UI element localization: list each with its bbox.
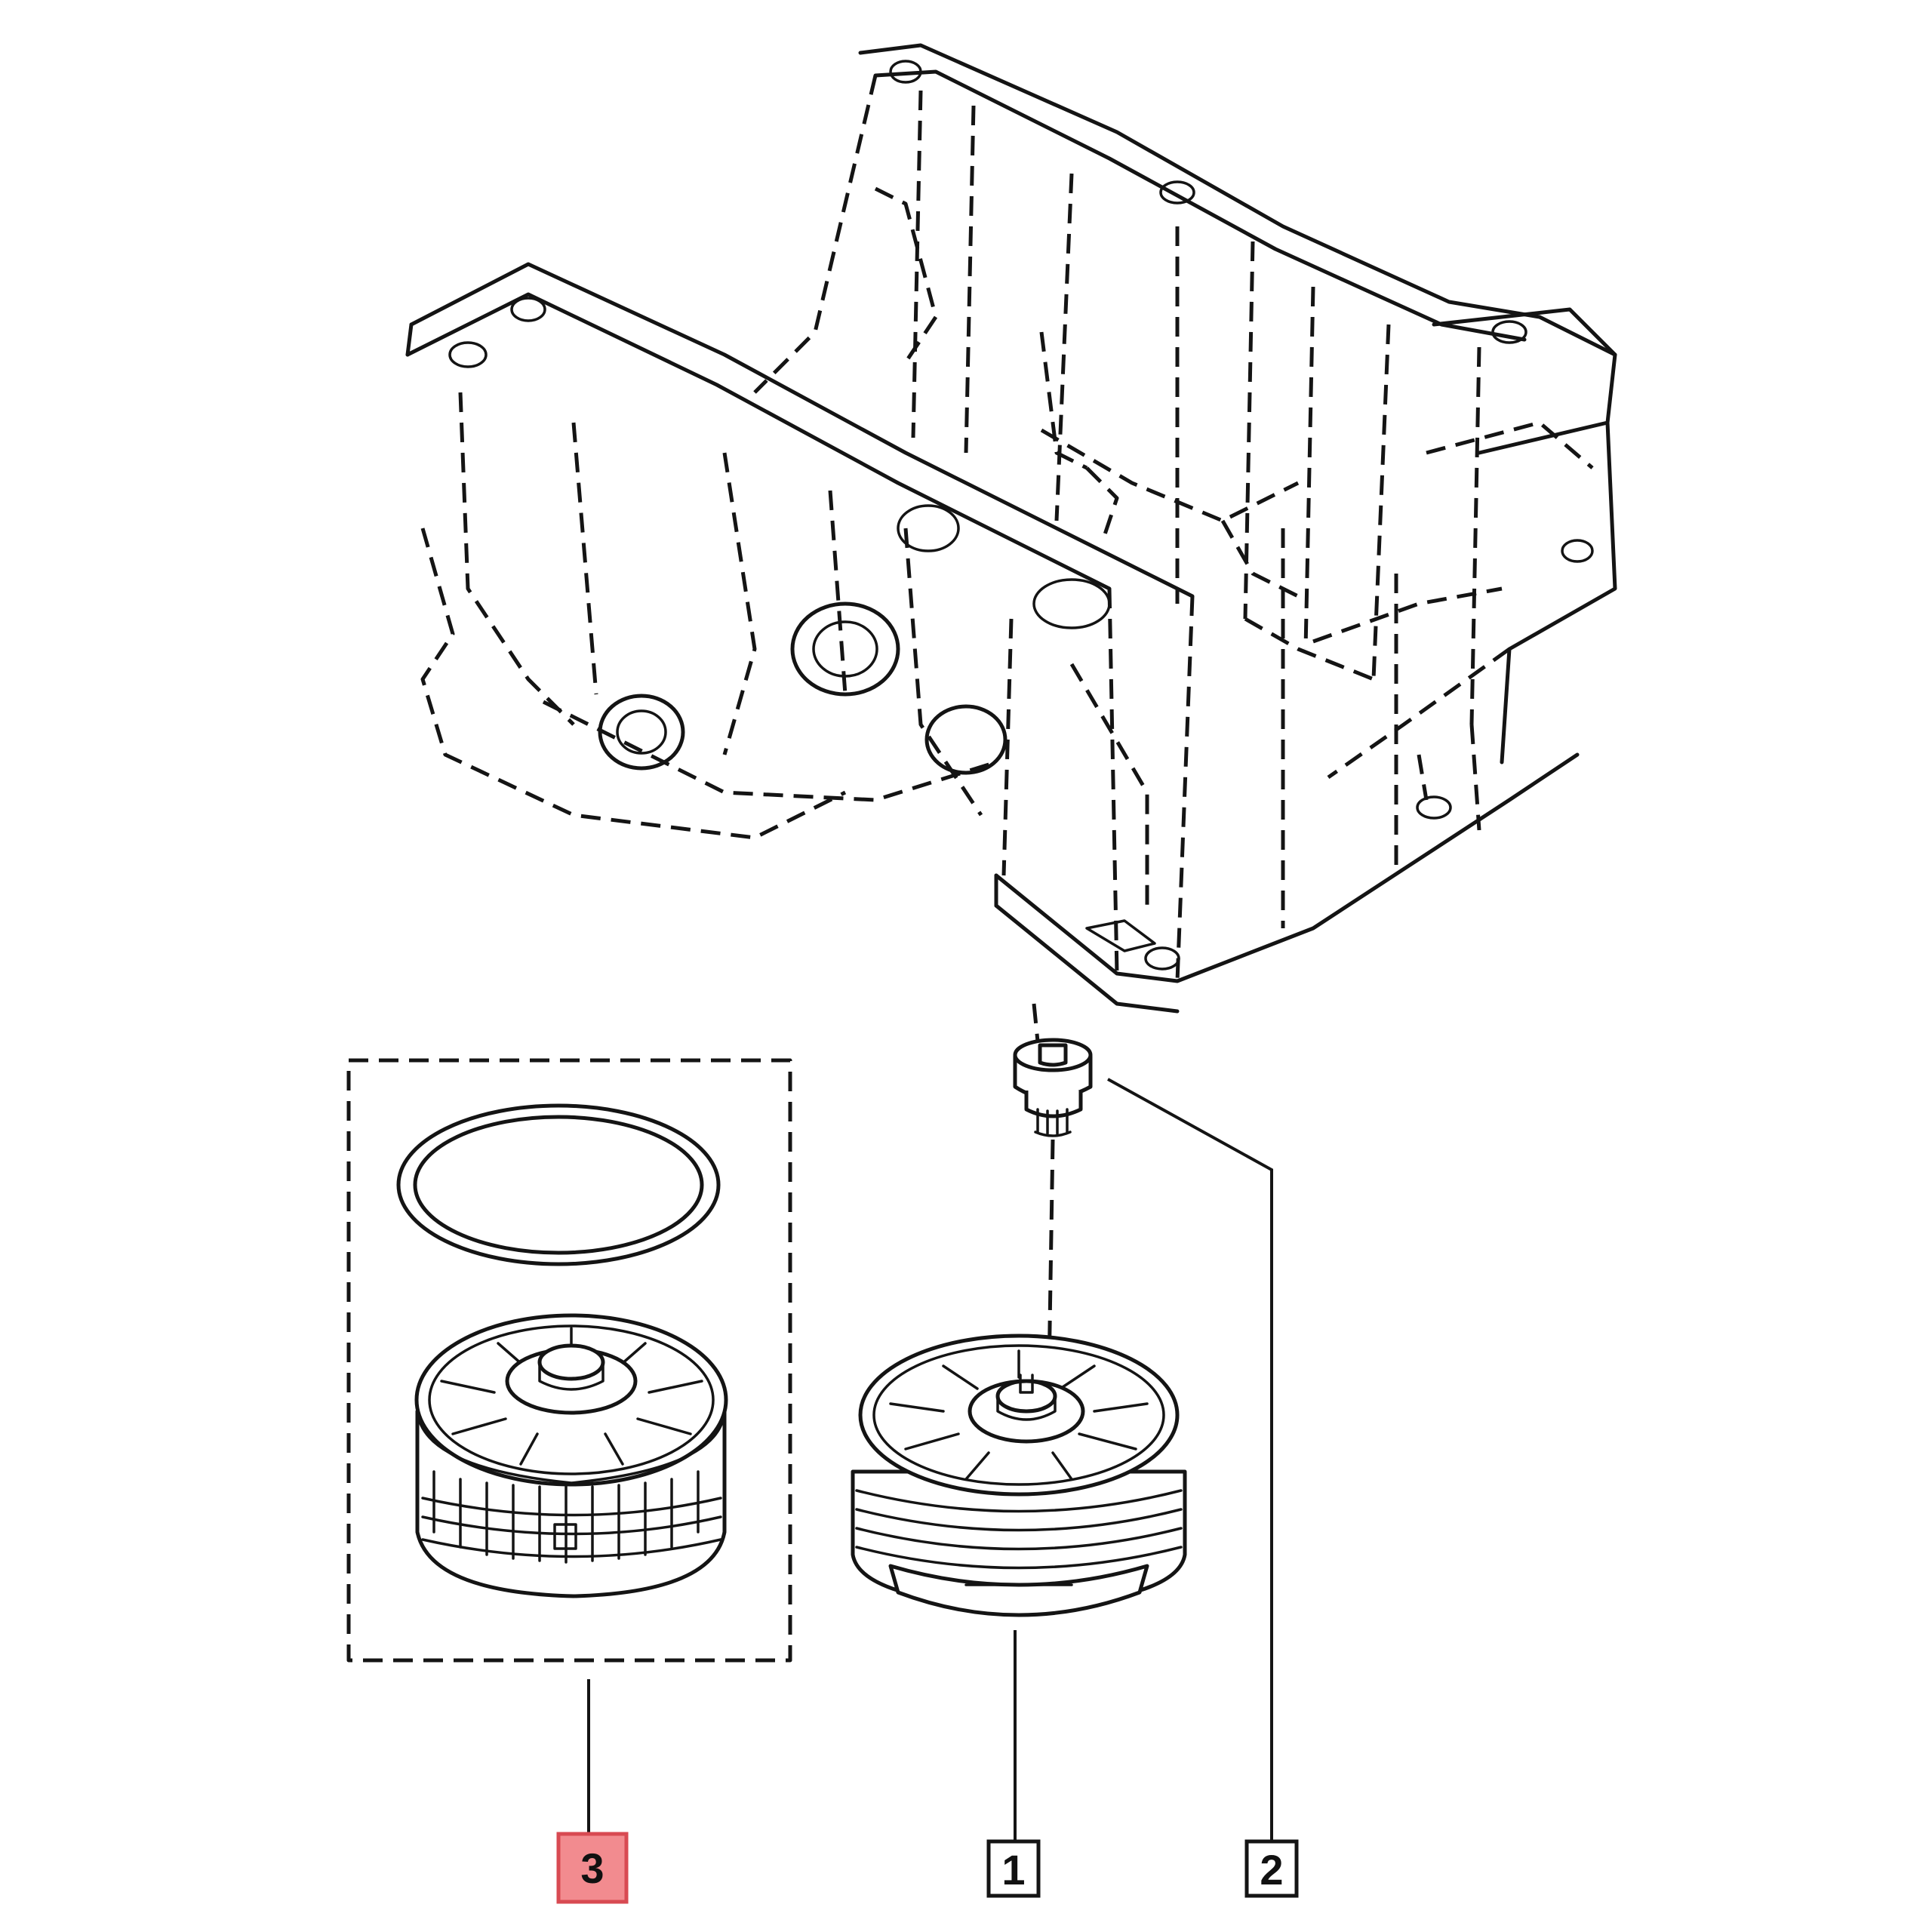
- axis-line: [1047, 1139, 1055, 1374]
- callout-label: 1: [1001, 1846, 1025, 1894]
- callout-box: [986, 1839, 1041, 1898]
- filter-cap[interactable]: [851, 1334, 1187, 1617]
- callout-box: [1244, 1839, 1299, 1898]
- leader-line-2: [1107, 1078, 1273, 1841]
- engine-block: [405, 43, 1617, 1014]
- callout-label: 2: [1260, 1846, 1283, 1894]
- o-ring-seal: [396, 1103, 721, 1266]
- callout-box: [556, 1832, 629, 1904]
- drain-plug[interactable]: [1013, 1003, 1093, 1137]
- oil-filter-kit[interactable]: [346, 1058, 792, 1663]
- callout-3[interactable]: 3: [556, 1832, 629, 1904]
- callout-1[interactable]: 1: [986, 1839, 1041, 1898]
- filter-element: [414, 1313, 728, 1598]
- callout-label: 3: [580, 1844, 604, 1892]
- callout-2[interactable]: 2: [1244, 1839, 1299, 1898]
- kit-frame: [346, 1058, 792, 1663]
